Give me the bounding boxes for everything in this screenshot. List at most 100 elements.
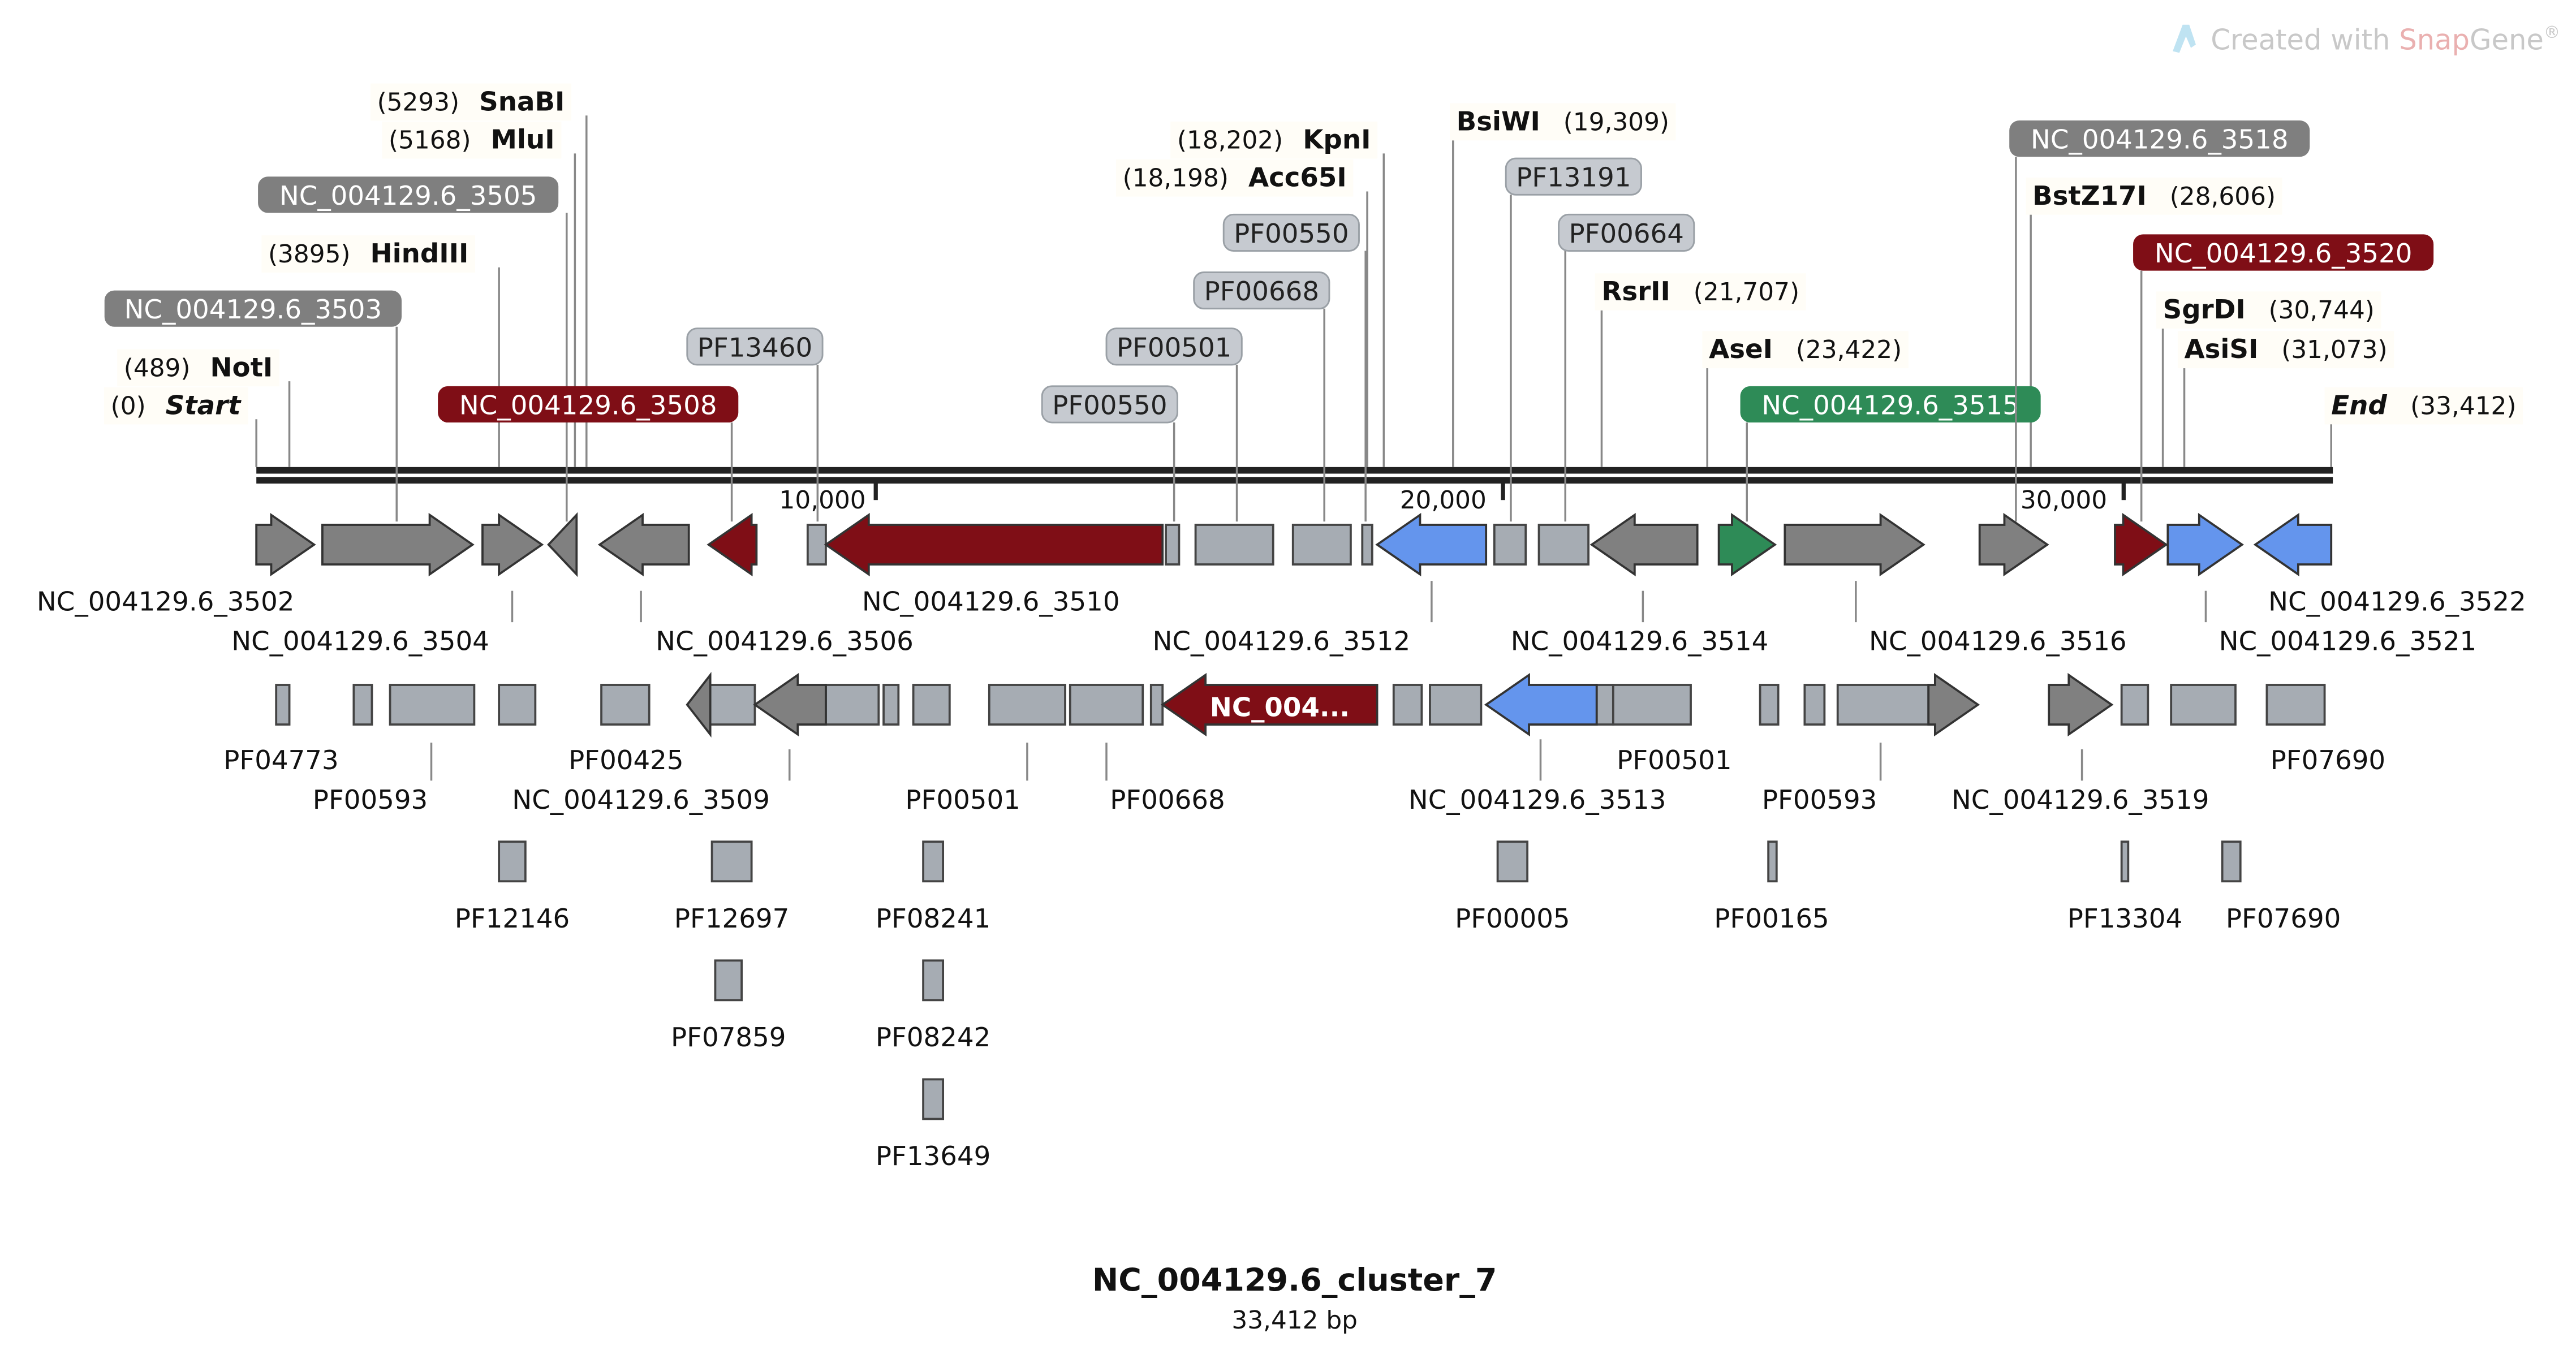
feature-callout[interactable]: NC_004129.6_3518 bbox=[2009, 120, 2310, 522]
domain-box[interactable] bbox=[2170, 684, 2237, 726]
domain-box[interactable] bbox=[922, 840, 945, 883]
feature-callout[interactable]: PF13460 bbox=[686, 327, 824, 522]
gene-arrow[interactable] bbox=[707, 512, 758, 577]
restriction-site[interactable]: MluI(5168) bbox=[382, 121, 576, 467]
feature-callout[interactable]: PF00550 bbox=[1222, 213, 1367, 522]
domain-box[interactable] bbox=[1803, 684, 1826, 726]
restriction-site[interactable]: BstZ17I(28,606) bbox=[2026, 178, 2282, 467]
domain-box[interactable] bbox=[1595, 684, 1614, 726]
gene-arrow[interactable] bbox=[481, 512, 544, 577]
feature-callout[interactable]: NC_004129.6_3508 bbox=[438, 386, 739, 522]
gene-arrow[interactable] bbox=[255, 512, 316, 577]
domain-box[interactable] bbox=[1496, 840, 1529, 883]
restriction-site[interactable]: NotI(489) bbox=[117, 349, 291, 467]
feature-callout[interactable]: PF00550 bbox=[1041, 385, 1178, 522]
domain-box[interactable] bbox=[882, 684, 900, 726]
feature-label: PF00668 bbox=[1110, 785, 1225, 816]
domain-box[interactable] bbox=[1836, 684, 1930, 726]
domain-box[interactable] bbox=[2120, 684, 2149, 726]
domain-box[interactable] bbox=[2221, 840, 2242, 883]
domain-box[interactable] bbox=[1291, 524, 1352, 566]
site-position: (23,422) bbox=[1796, 335, 1902, 364]
feature-callout[interactable]: PF13191 bbox=[1505, 157, 1642, 522]
feature-callout[interactable]: PF00668 bbox=[1193, 271, 1330, 522]
gene-arrow[interactable] bbox=[1375, 512, 1488, 577]
callout-label: NC_004129.6_3520 bbox=[2155, 239, 2413, 269]
site-position: (28,606) bbox=[2170, 182, 2276, 211]
feature-callout[interactable]: NC_004129.6_3505 bbox=[258, 176, 568, 522]
site-label-background bbox=[1449, 103, 1676, 141]
feature-callout[interactable]: PF00664 bbox=[1558, 213, 1695, 522]
domain-box[interactable] bbox=[498, 684, 537, 726]
gene-arrow[interactable] bbox=[1978, 512, 2049, 577]
domain-box[interactable] bbox=[1612, 684, 1692, 726]
callout-label: PF13460 bbox=[697, 333, 812, 363]
gene-arrow[interactable] bbox=[1927, 672, 1980, 737]
enzyme-name: AseI bbox=[1709, 334, 1773, 365]
feature-label: PF07690 bbox=[2226, 904, 2341, 934]
gene-arrow[interactable] bbox=[1784, 512, 1925, 577]
gene-arrow[interactable] bbox=[753, 672, 827, 737]
restriction-site[interactable]: AseI (23,422) bbox=[1702, 331, 1909, 467]
domain-box[interactable] bbox=[714, 959, 743, 1002]
domain-box[interactable] bbox=[707, 684, 756, 726]
feature-callout[interactable]: NC_004129.6_3515 bbox=[1740, 386, 2041, 522]
restriction-site[interactable]: AsiSI(31,073) bbox=[2177, 331, 2394, 467]
restriction-site[interactable]: RsrII(21,707) bbox=[1595, 273, 1806, 467]
domain-box[interactable] bbox=[988, 684, 1066, 726]
domain-box[interactable] bbox=[806, 524, 827, 566]
domain-box[interactable] bbox=[2265, 684, 2326, 726]
domain-box[interactable] bbox=[1429, 684, 1483, 726]
restriction-site[interactable]: KpnI(18,202) bbox=[1170, 121, 1385, 467]
gene-arrow[interactable] bbox=[2166, 512, 2244, 577]
callout-pill bbox=[1505, 157, 1642, 196]
gene-arrow[interactable] bbox=[597, 512, 690, 577]
domain-box[interactable] bbox=[600, 684, 651, 726]
feature-callout[interactable]: NC_004129.6_3503 bbox=[104, 290, 402, 522]
restriction-site[interactable]: Start(0) bbox=[104, 387, 257, 467]
domain-box[interactable] bbox=[1069, 684, 1144, 726]
restriction-site[interactable]: HindIII(3895) bbox=[261, 235, 500, 467]
restriction-site[interactable]: BsiWI(19,309) bbox=[1449, 103, 1676, 467]
domain-box[interactable] bbox=[498, 840, 527, 883]
callout-pill bbox=[1558, 213, 1695, 252]
domain-box[interactable] bbox=[1537, 524, 1589, 566]
domain-box[interactable] bbox=[1165, 524, 1181, 566]
gene-arrow[interactable] bbox=[824, 512, 1164, 577]
domain-box[interactable] bbox=[1767, 840, 1778, 883]
gene-arrow[interactable] bbox=[686, 671, 712, 738]
restriction-site[interactable]: End(33,412) bbox=[2324, 387, 2523, 467]
domain-box[interactable] bbox=[710, 840, 753, 883]
gene-arrow[interactable] bbox=[1484, 672, 1598, 737]
enzyme-name: Acc65I bbox=[1248, 163, 1347, 193]
domain-box[interactable] bbox=[922, 959, 945, 1002]
domain-box[interactable] bbox=[275, 684, 291, 726]
gene-arrow-3511[interactable] bbox=[1160, 672, 1379, 737]
enzyme-name: RsrII bbox=[1601, 277, 1670, 307]
gene-arrow[interactable] bbox=[1589, 512, 1699, 577]
domain-box[interactable] bbox=[1759, 684, 1780, 726]
domain-box[interactable] bbox=[1361, 524, 1373, 566]
domain-box[interactable] bbox=[825, 684, 880, 726]
domain-box[interactable] bbox=[1493, 524, 1527, 566]
domain-box[interactable] bbox=[352, 684, 373, 726]
feature-callout[interactable]: PF00501 bbox=[1105, 327, 1243, 522]
domain-box[interactable] bbox=[912, 684, 951, 726]
gene-arrow[interactable] bbox=[2048, 672, 2114, 737]
restriction-site[interactable]: Acc65I(18,198) bbox=[1115, 159, 1368, 467]
gene-arrow[interactable] bbox=[2253, 512, 2333, 577]
gene-arrow[interactable] bbox=[2114, 512, 2168, 577]
domain-box[interactable] bbox=[389, 684, 476, 726]
site-label-background bbox=[370, 83, 572, 121]
domain-box[interactable] bbox=[1194, 524, 1274, 566]
restriction-site[interactable]: SgrDI(30,744) bbox=[2156, 291, 2381, 467]
feature-callout[interactable]: NC_004129.6_3520 bbox=[2133, 234, 2434, 522]
domain-box[interactable] bbox=[922, 1078, 945, 1120]
gene-arrow[interactable] bbox=[1717, 512, 1777, 577]
callout-pill bbox=[686, 327, 824, 366]
callout-label: PF13191 bbox=[1516, 163, 1631, 193]
gene-arrow[interactable] bbox=[321, 512, 475, 577]
domain-box[interactable] bbox=[1392, 684, 1423, 726]
gene-arrow[interactable] bbox=[547, 512, 578, 577]
domain-box[interactable] bbox=[2120, 840, 2130, 883]
